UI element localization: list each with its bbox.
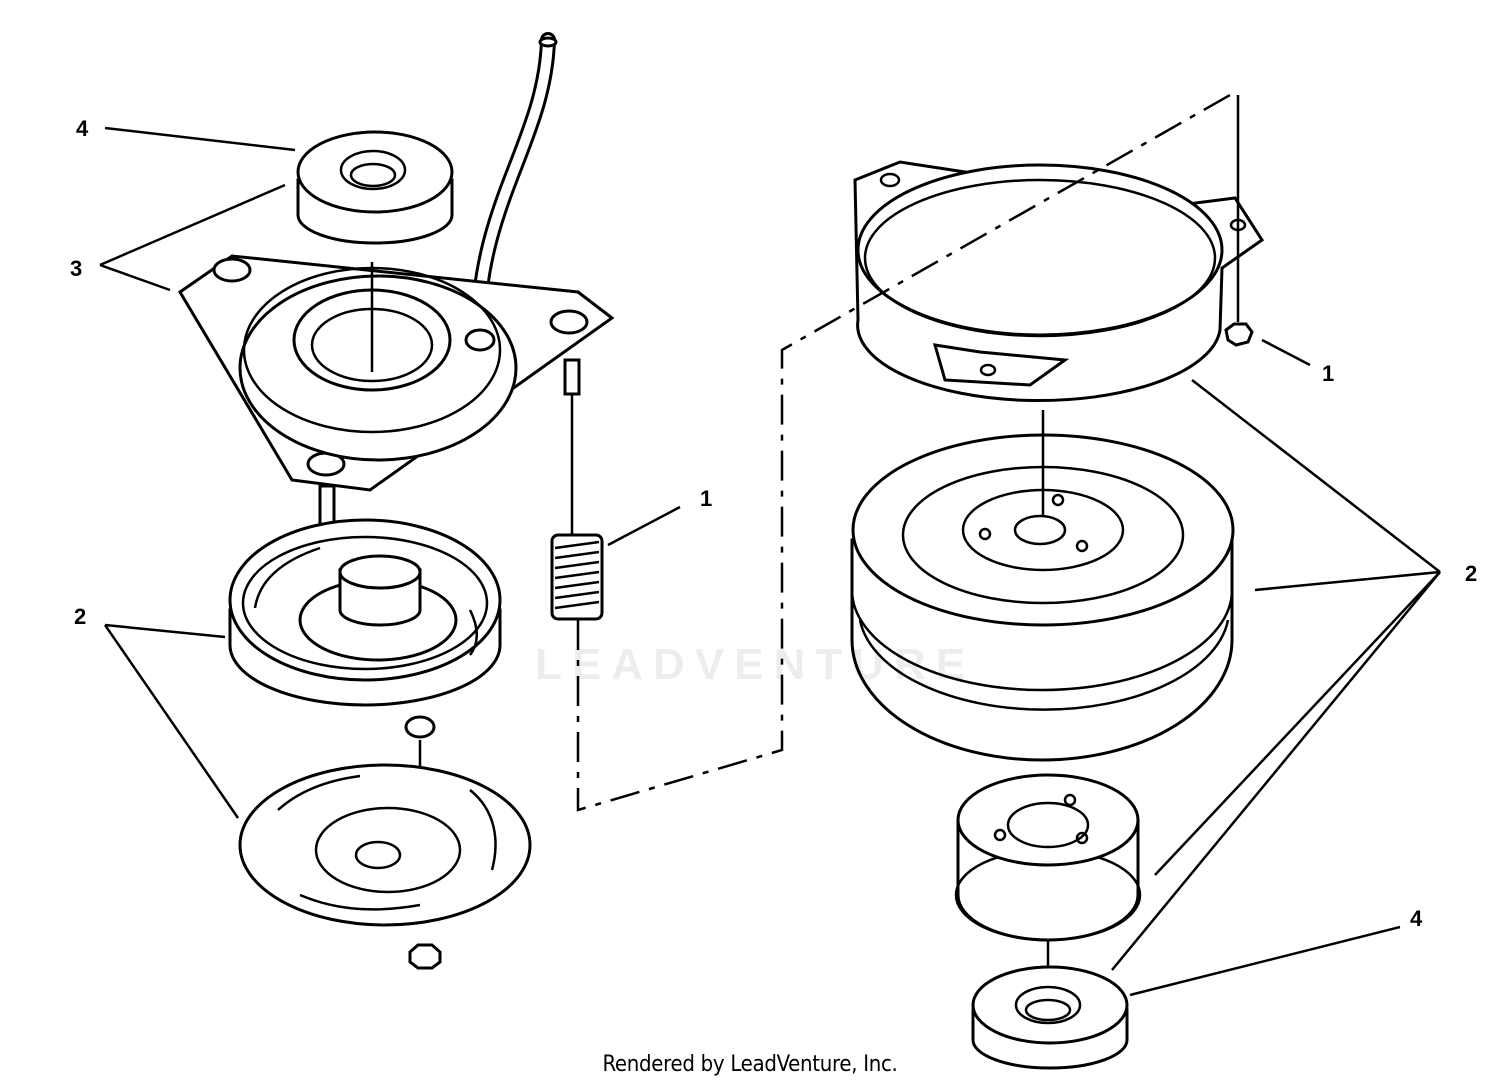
callout-label: 2 (74, 604, 87, 629)
callout-label: 4 (76, 116, 89, 141)
callout-label: 4 (1410, 906, 1423, 931)
bearing-housing-ring (853, 160, 1265, 403)
bottom-nut (408, 943, 442, 970)
pulley-hub (954, 773, 1142, 942)
leader-lines (99, 126, 1441, 997)
pulley (850, 433, 1235, 762)
callout-label: 2 (1465, 561, 1478, 586)
callout-label: 1 (700, 486, 713, 511)
field-coil-plate (177, 254, 615, 492)
watermark: LEADVENTURE (534, 640, 976, 689)
render-credit: Rendered by LeadVenture, Inc. (602, 1052, 898, 1077)
callout-label: 1 (1322, 361, 1335, 386)
rotor-left (228, 518, 502, 707)
alignment-centerline (576, 93, 1231, 812)
right-nut (1224, 95, 1254, 347)
callout-label: 3 (70, 256, 83, 281)
left-top-bearing (296, 130, 454, 245)
spring (550, 533, 604, 621)
right-bottom-bearing (971, 965, 1129, 1070)
brake-plate (238, 763, 532, 927)
